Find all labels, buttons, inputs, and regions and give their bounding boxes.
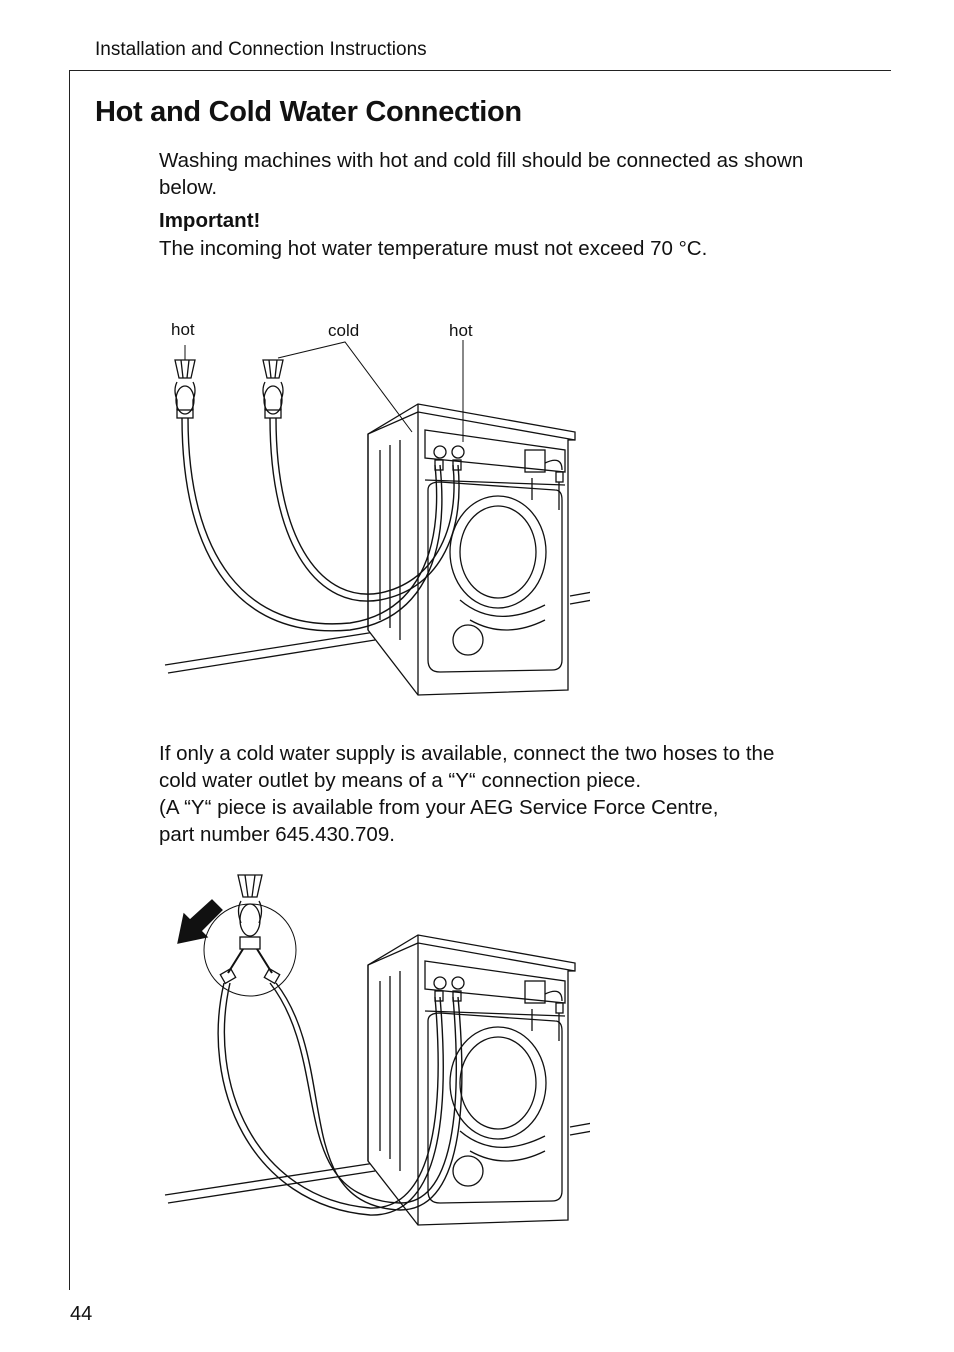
running-header: Installation and Connection Instructions bbox=[95, 39, 427, 60]
important-label: Important! bbox=[159, 209, 261, 232]
label-cold: cold bbox=[328, 321, 359, 340]
margin-rule bbox=[69, 70, 70, 1290]
intro-paragraph: Washing machines with hot and cold fill … bbox=[159, 149, 804, 199]
y-piece-connection-diagram bbox=[164, 874, 590, 1226]
page-title: Hot and Cold Water Connection bbox=[95, 96, 522, 128]
page-number: 44 bbox=[70, 1303, 93, 1325]
single-supply-line-4: part number 645.430.709. bbox=[159, 823, 395, 846]
single-supply-line-1: If only a cold water supply is available… bbox=[159, 742, 775, 765]
label-tap-hot: hot bbox=[171, 320, 195, 339]
label-machine-hot: hot bbox=[449, 321, 473, 340]
header-rule bbox=[69, 70, 891, 71]
temperature-warning: The incoming hot water temperature must … bbox=[159, 237, 708, 260]
single-supply-paragraph: If only a cold water supply is available… bbox=[159, 740, 879, 848]
hot-cold-connection-diagram: hot cold hot bbox=[164, 320, 590, 696]
single-supply-line-3: (A “Y“ piece is available from your AEG … bbox=[159, 796, 719, 819]
arrow-icon bbox=[177, 899, 223, 944]
single-supply-line-2: cold water outlet by means of a “Y“ conn… bbox=[159, 769, 642, 792]
